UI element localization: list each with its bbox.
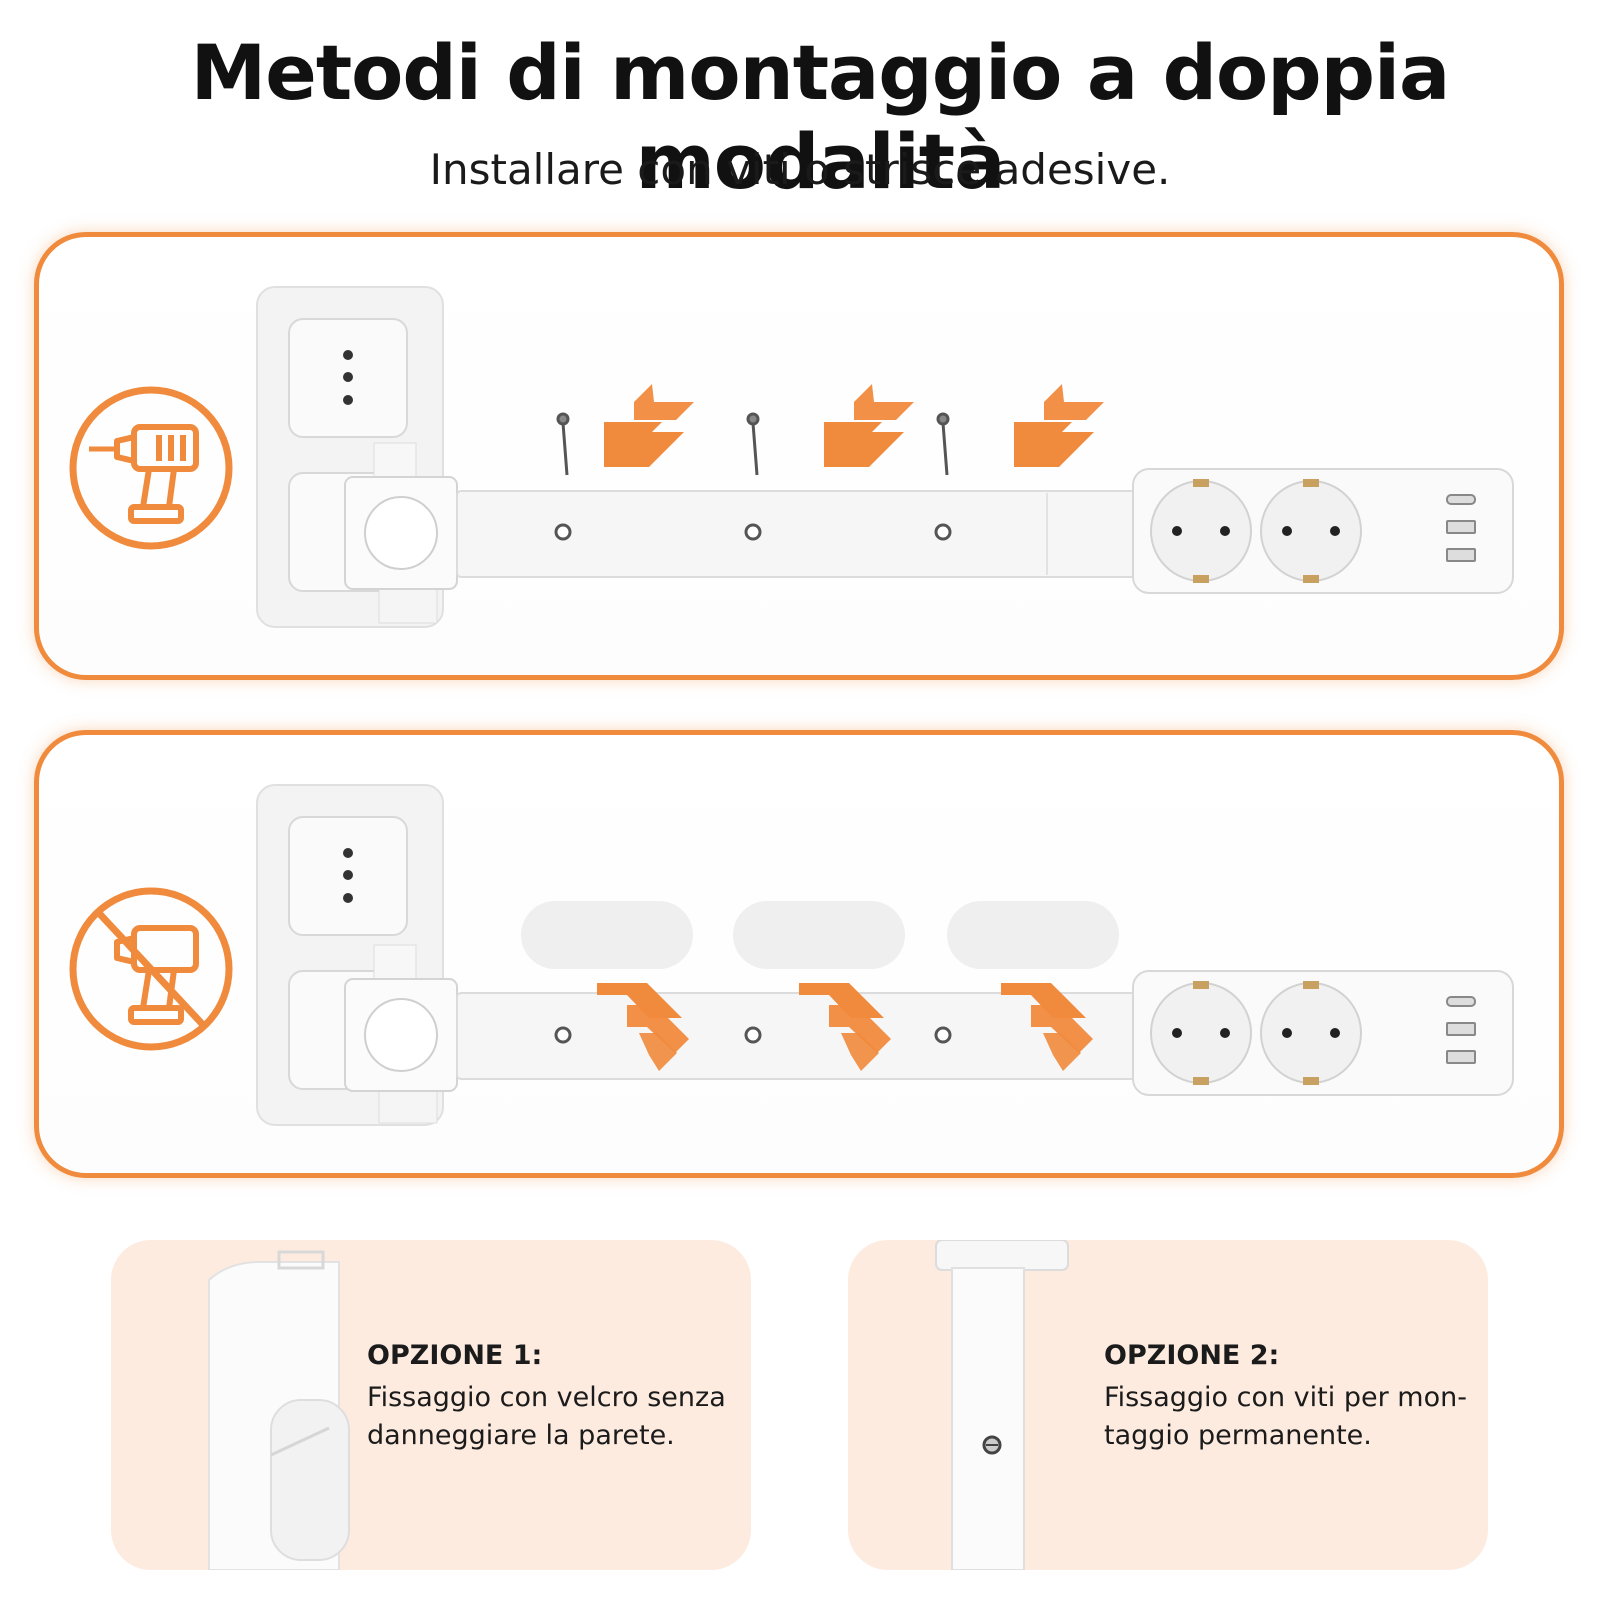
option-1-card: OPZIONE 1: Fissaggio con velcro senza da…	[111, 1240, 751, 1570]
screw-mount-illustration	[69, 286, 1514, 628]
screw-icons	[556, 412, 950, 476]
option-2-card: OPZIONE 2: Fissaggio con viti per mon- t…	[848, 1240, 1488, 1570]
page-title: Metodi di montaggio a doppia modalità	[190, 28, 1451, 206]
screw-mount-panel	[34, 232, 1564, 680]
plug-adapter	[344, 944, 458, 1124]
option-1-label: OPZIONE 1:	[367, 1340, 543, 1371]
arrow-up-right-icons	[597, 983, 1093, 1071]
page-subtitle: Installare con viti o strisce adesive.	[429, 145, 1171, 194]
plug-adapter	[344, 442, 458, 624]
mounting-holes	[554, 523, 952, 541]
no-drill-icon	[69, 887, 233, 1051]
arrow-down-left-icons	[604, 384, 1104, 467]
usb-ports	[1446, 996, 1476, 1064]
screw-mount-closeup-illustration	[935, 1240, 1069, 1570]
option-2-label: OPZIONE 2:	[1104, 1340, 1280, 1371]
adhesive-strips	[521, 901, 1119, 969]
usb-ports	[1446, 494, 1476, 562]
option-1-description-line1: Fissaggio con velcro senza	[367, 1382, 726, 1413]
option-2-description-line1: Fissaggio con viti per mon-	[1104, 1382, 1467, 1413]
power-strip-sockets	[1132, 468, 1514, 594]
mounting-holes	[554, 1026, 952, 1044]
velcro-mount-illustration	[208, 1250, 350, 1570]
drill-icon	[69, 386, 233, 550]
power-strip-sockets	[1132, 970, 1514, 1096]
option-1-description-line2: danneggiare la parete.	[367, 1420, 675, 1451]
adhesive-mount-illustration	[69, 784, 1514, 1126]
option-2-description-line2: taggio permanente.	[1104, 1420, 1372, 1451]
adhesive-mount-panel	[34, 730, 1564, 1178]
